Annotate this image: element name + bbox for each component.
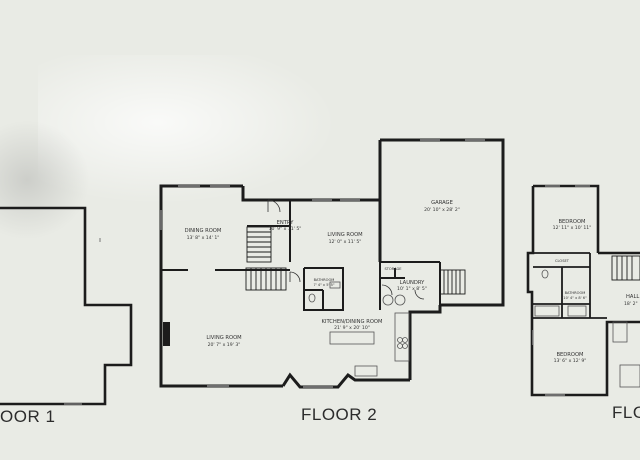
floor-3-labels: BEDROOM 12' 11" x 10' 11" CLOSET BATHROO… — [553, 219, 640, 364]
dining-room-dims: 13' 8" x 14' 1" — [187, 235, 220, 241]
bedroom-top-dims: 12' 11" x 10' 11" — [553, 225, 592, 231]
floor-2-interior-walls — [161, 200, 441, 311]
bathroom-dims: 7' 4" x 5' 5" — [313, 283, 334, 287]
floor-3-windows — [532, 185, 590, 396]
floor-3-plan: BEDROOM 12' 11" x 10' 11" CLOSET BATHROO… — [526, 184, 640, 397]
hall-dims: 18' 2" — [624, 301, 638, 307]
hall-label: HALL — [626, 294, 639, 300]
bathroom-3-dims: 10' 4" x 8' 6" — [563, 296, 587, 300]
floor-2-plan: DINING ROOM 13' 8" x 14' 1" ENTRY 10' 9"… — [159, 138, 505, 389]
floor-1-caption: OOR 1 — [0, 407, 56, 426]
living-room-lower-dims: 20' 7" x 19' 3" — [208, 342, 241, 348]
garage-label: GARAGE — [431, 200, 453, 206]
laundry-label: LAUNDRY — [400, 280, 426, 286]
entry-dims: 10' 9" x 11' 5" — [269, 226, 302, 232]
garage-dims: 20' 10" x 28' 2" — [424, 207, 460, 213]
floor-2-stair-upper — [246, 226, 272, 263]
floor-2-doors — [267, 199, 425, 300]
floor-3-caption: FLO — [612, 403, 640, 422]
kitchen-dims: 21' 9" x 20' 10" — [334, 325, 370, 331]
storage-label: STORAGE — [384, 267, 402, 271]
entry-label: ENTRY — [277, 220, 295, 226]
kitchen-label: KITCHEN/DINING ROOM — [322, 319, 383, 325]
floor-3-interior-walls — [533, 252, 607, 319]
closet-label: CLOSET — [555, 259, 570, 263]
fireplace-icon — [163, 322, 170, 346]
floor-3-stairs — [611, 255, 640, 281]
floor-1-window-marks — [64, 238, 101, 405]
floor-2-stair-lower — [245, 267, 287, 291]
floor-2-stair-laundry — [439, 269, 466, 295]
floor-2-labels: DINING ROOM 13' 8" x 14' 1" ENTRY 10' 9"… — [185, 200, 460, 348]
bedroom-bottom-dims: 13' 6" x 12' 9" — [554, 358, 587, 364]
living-room-upper-label: LIVING ROOM — [327, 232, 362, 238]
bathroom-label: BATHROOM — [314, 278, 335, 282]
bedroom-top-label: BEDROOM — [558, 219, 585, 225]
floor-2-windows — [160, 139, 485, 388]
floor-2-caption: FLOOR 2 — [301, 405, 378, 424]
living-room-lower-label: LIVING ROOM — [206, 335, 241, 341]
floor-2-fixtures — [308, 281, 410, 377]
floor-2-exterior-walls — [159, 138, 505, 389]
floor-1-plan — [0, 206, 133, 406]
floor-3-fixtures — [534, 269, 640, 388]
bathroom-3-label: BATHROOM — [565, 291, 586, 295]
dining-room-label: DINING ROOM — [185, 228, 222, 234]
bedroom-bottom-label: BEDROOM — [556, 352, 583, 358]
laundry-dims: 10' 1" x 8' 5" — [397, 286, 427, 292]
living-room-upper-dims: 12' 0" x 11' 5" — [329, 239, 362, 245]
